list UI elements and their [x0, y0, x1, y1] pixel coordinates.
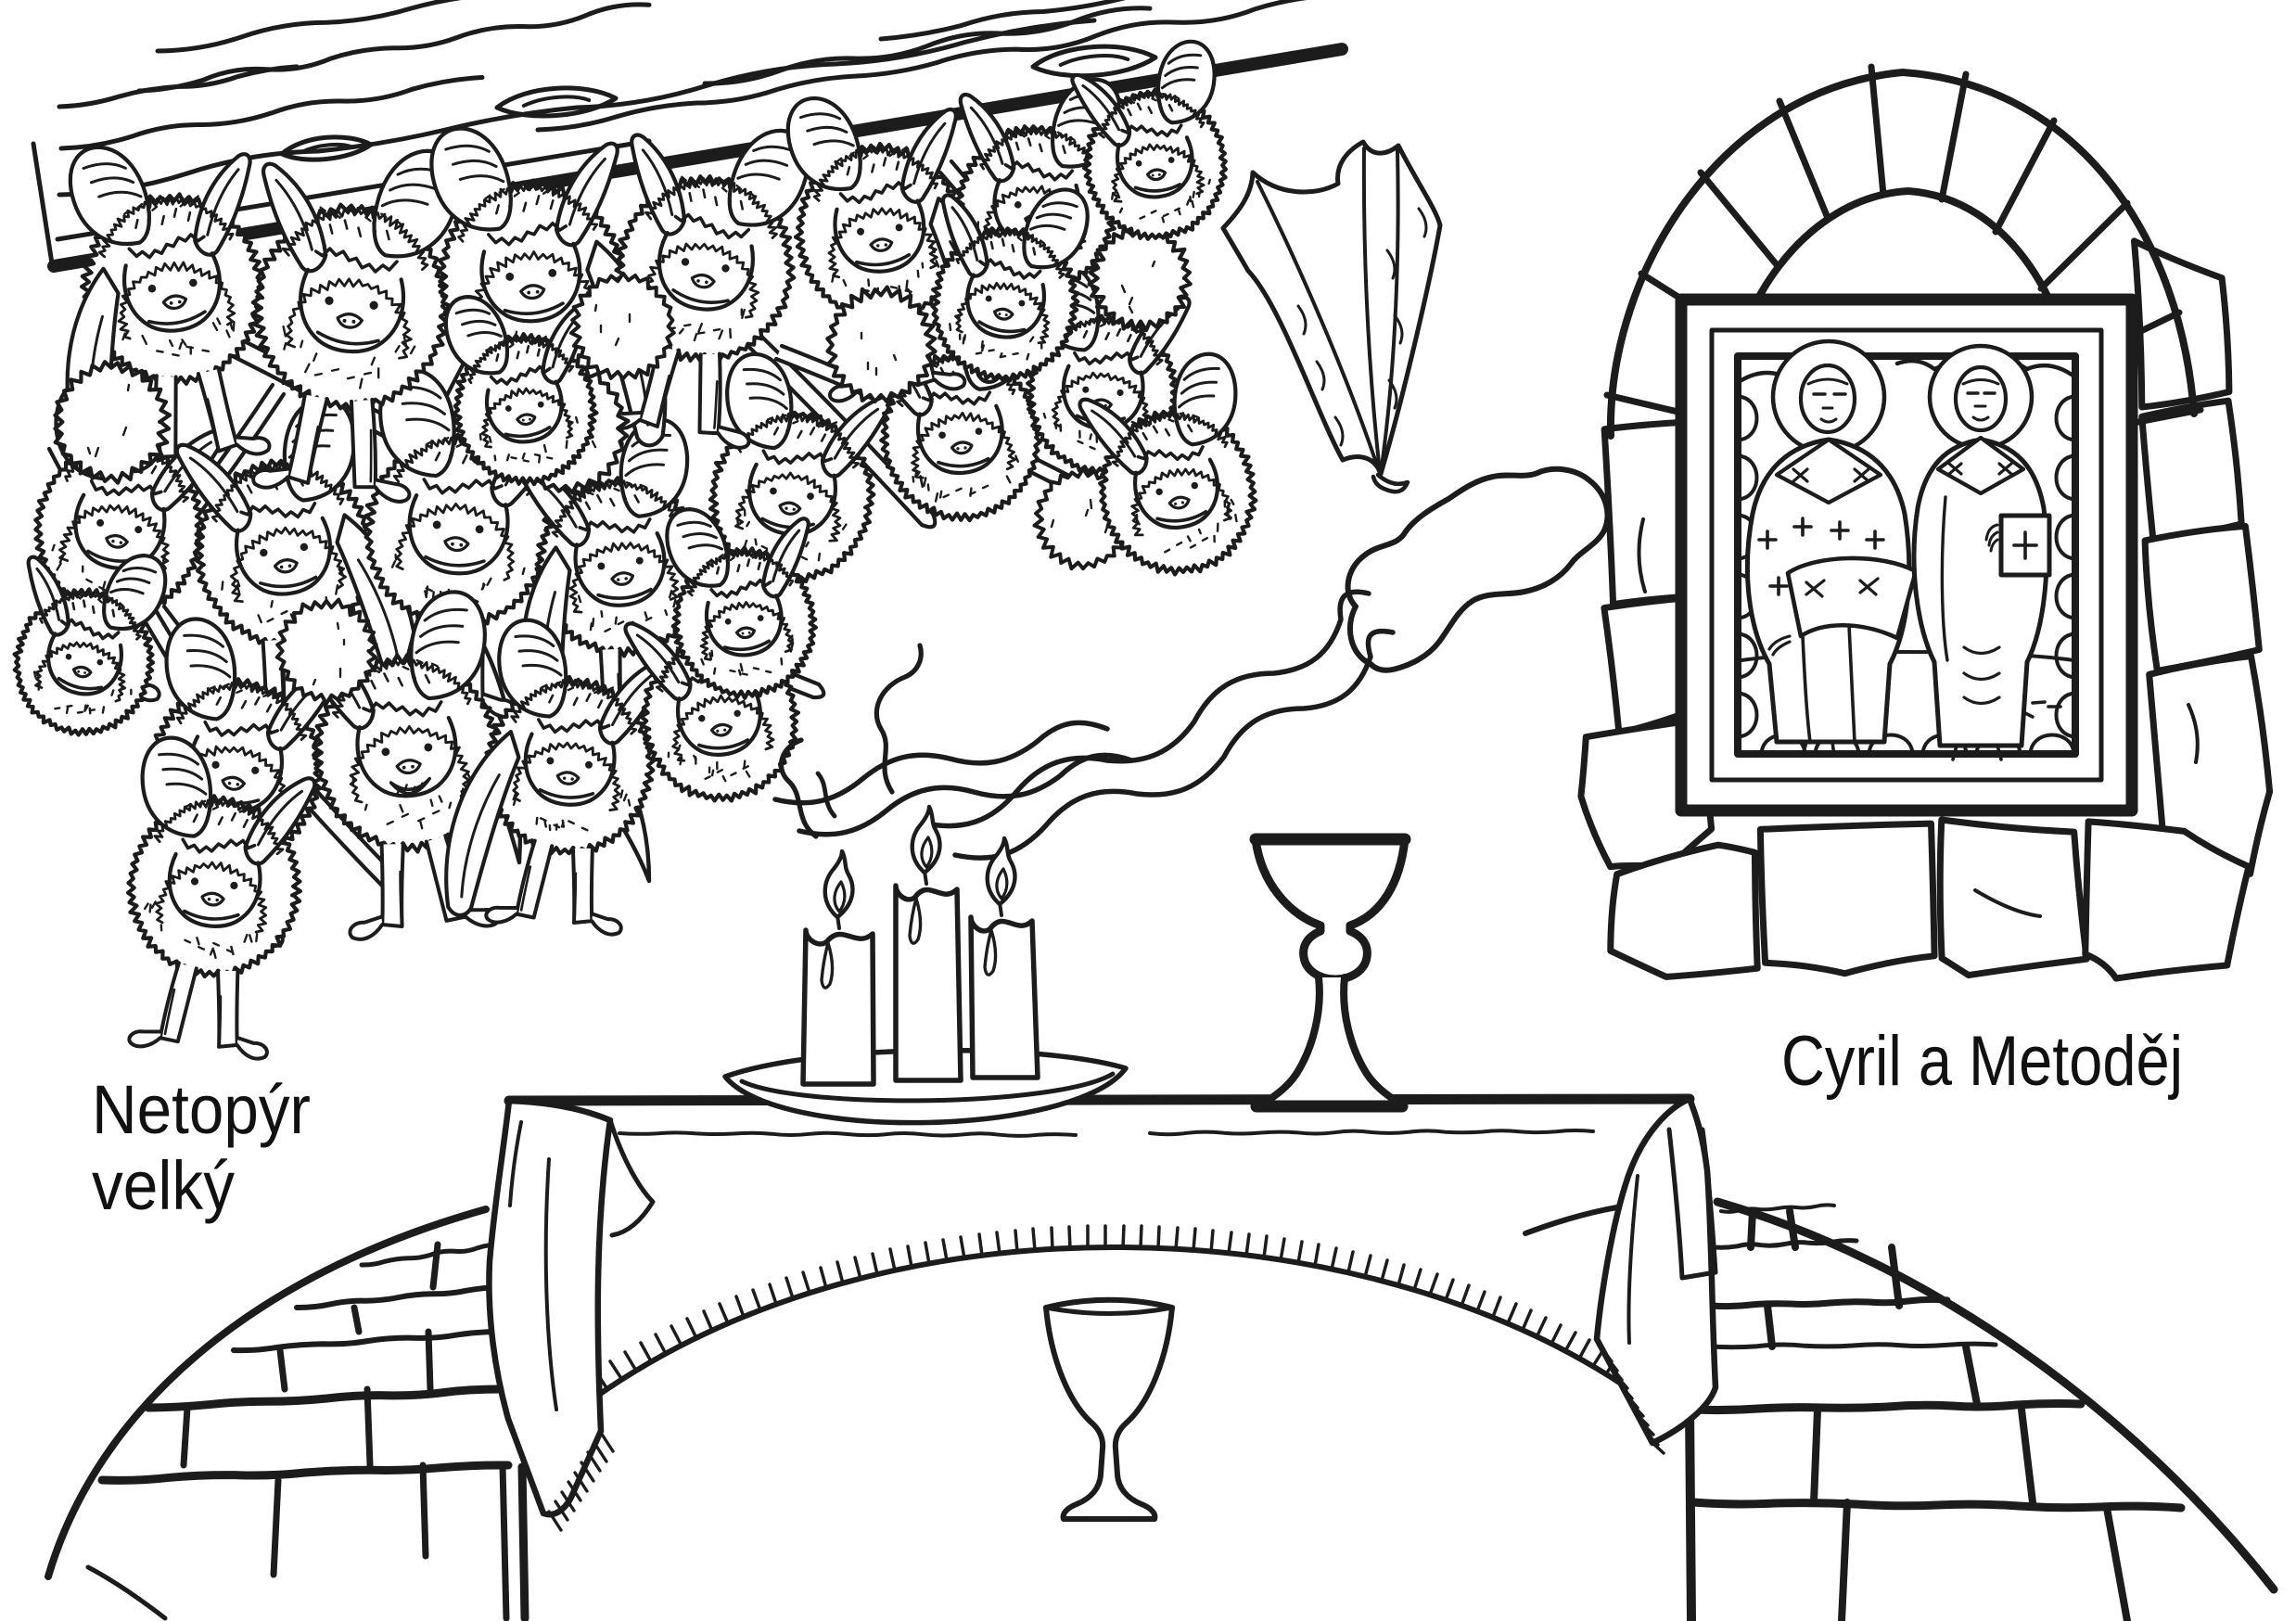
svg-text:velký: velký	[92, 1147, 235, 1224]
svg-text:Cyril a Metoděj: Cyril a Metoděj	[1781, 1022, 2183, 1101]
svg-text:Netopýr: Netopýr	[92, 1071, 311, 1148]
